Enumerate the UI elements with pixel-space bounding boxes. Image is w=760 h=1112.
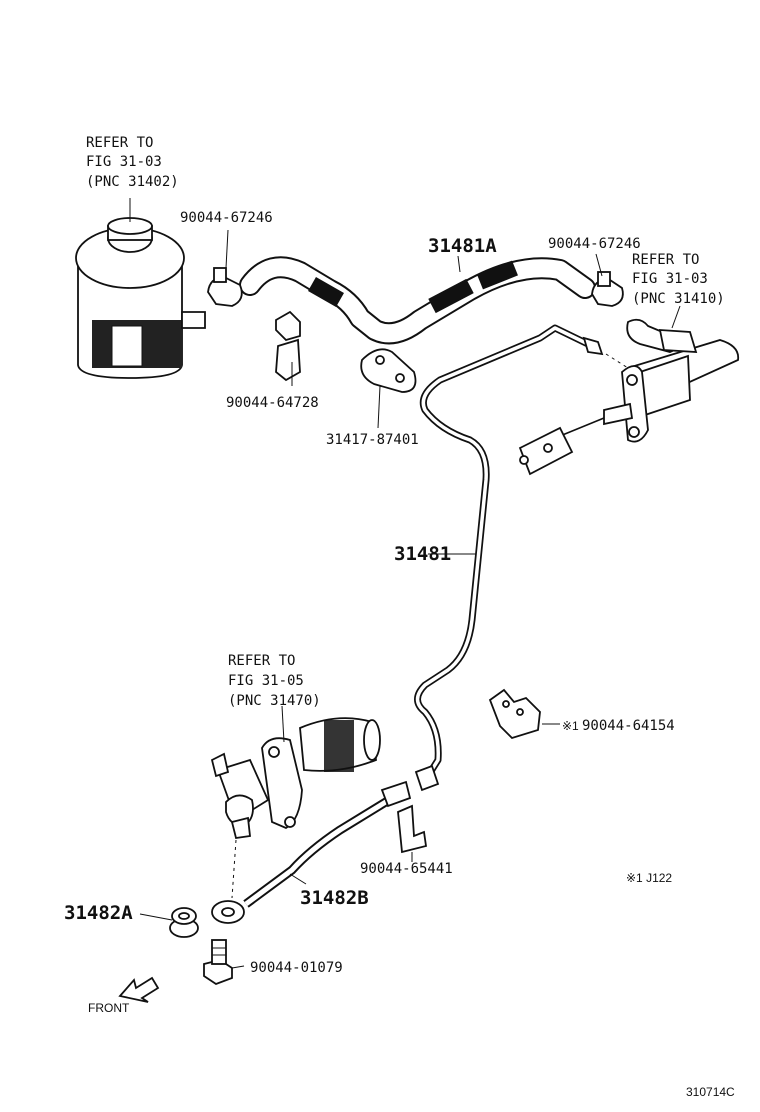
- hose-clamp-right: [591, 271, 624, 307]
- release-cylinder: [210, 717, 381, 899]
- figure-code: 310714C: [686, 1085, 735, 1099]
- label-tube: 31481: [394, 543, 451, 565]
- label-bracket: 31417-87401: [326, 432, 419, 448]
- label-gasket: 31482A: [64, 902, 133, 924]
- front-label: FRONT: [88, 1001, 130, 1015]
- ref-release-line1: REFER TO: [228, 653, 295, 669]
- master-cylinder: [518, 318, 740, 476]
- ref-release-line2: FIG 31-05: [228, 673, 304, 689]
- ref-reservoir-line3: (PNC 31402): [86, 174, 179, 190]
- gasket: [169, 907, 199, 938]
- ref-release-line3: (PNC 31470): [228, 693, 321, 709]
- ref-reservoir: REFER TO FIG 31-03 (PNC 31402): [86, 135, 179, 190]
- hose-clip: [275, 310, 301, 386]
- flex-hose-clip: [397, 804, 428, 854]
- ref-reservoir-line1: REFER TO: [86, 135, 153, 151]
- clutch-tube-31481: [414, 324, 604, 792]
- label-flex-hose: 31482B: [300, 887, 369, 909]
- ref-master: REFER TO FIG 31-03 (PNC 31410): [632, 252, 725, 307]
- clutch-reservoir: [75, 198, 206, 379]
- ref-master-line3: (PNC 31410): [632, 291, 725, 307]
- flex-hose-31482B: [211, 780, 412, 924]
- note-j122: ※1 J122: [626, 871, 672, 885]
- front-arrow: [118, 976, 160, 1003]
- ref-release: REFER TO FIG 31-05 (PNC 31470): [228, 653, 321, 709]
- label-union-bolt: 90044-01079: [250, 960, 343, 976]
- hose-clamp-left: [207, 267, 243, 307]
- ref-reservoir-line2: FIG 31-03: [86, 154, 162, 170]
- label-hose-clip: 90044-64728: [226, 395, 319, 411]
- ref-master-line1: REFER TO: [632, 252, 699, 268]
- leader-lines: [139, 229, 681, 969]
- label-flex-clip: 90044-65441: [360, 861, 453, 877]
- label-clamp-right: 90044-67246: [548, 236, 641, 252]
- label-clamp-left: 90044-67246: [180, 210, 273, 226]
- label-hose: 31481A: [428, 235, 497, 257]
- label-tube-clamp-mark: ※1: [562, 719, 579, 733]
- ref-master-line2: FIG 31-03: [632, 271, 708, 287]
- union-bolt: [203, 939, 233, 986]
- label-tube-clamp: 90044-64154: [582, 718, 675, 734]
- tube-clamp: [488, 688, 541, 740]
- hose-31481A: [239, 256, 596, 345]
- bracket: [360, 348, 417, 429]
